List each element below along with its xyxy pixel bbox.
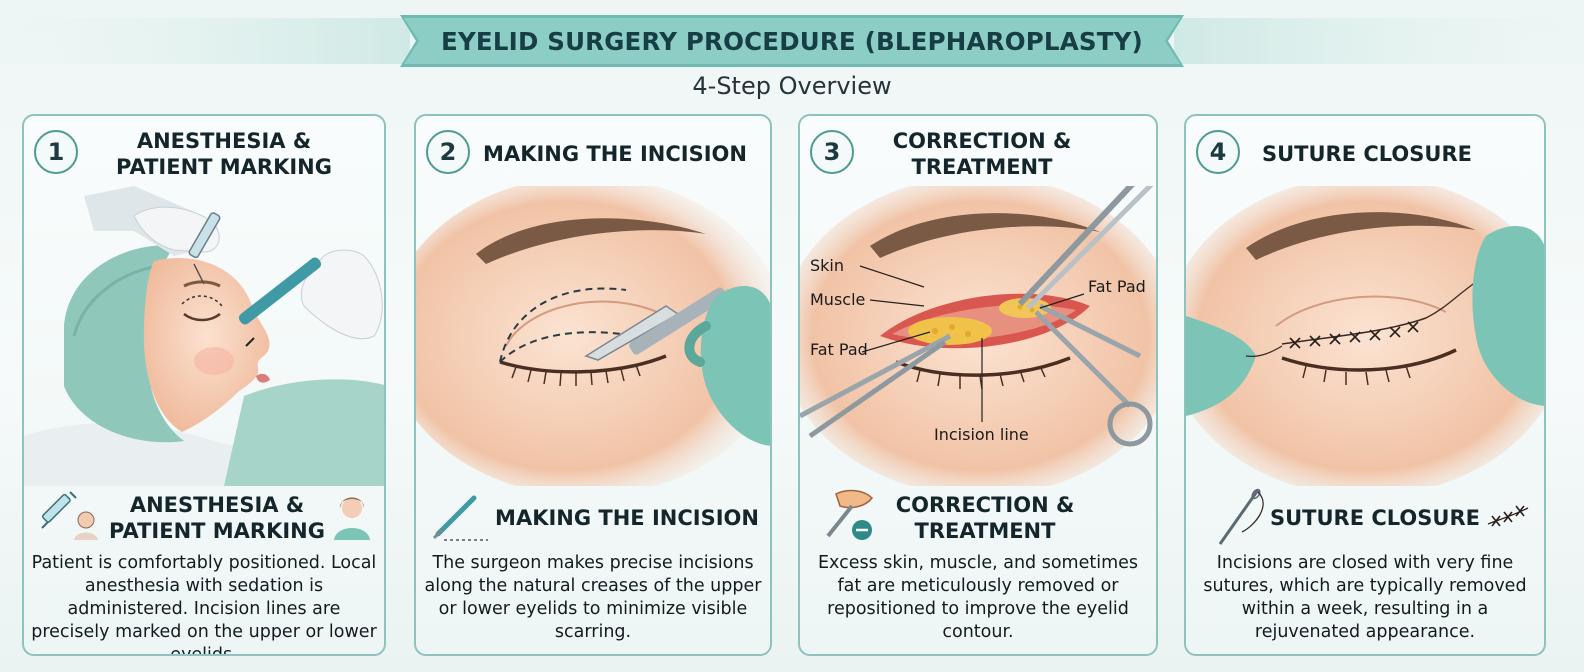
label-muscle: Muscle [810, 290, 866, 309]
step-subheading: MAKING THE INCISION [495, 506, 759, 530]
step-number-badge: 4 [1196, 130, 1240, 174]
step-panel-2: 2 MAKING THE INCISION [414, 114, 772, 656]
syringe-icon [41, 491, 77, 529]
step-description: Patient is comfortably positioned. Local… [31, 553, 377, 656]
step-subheading: ANESTHESIA & PATIENT MARKING [109, 493, 325, 543]
label-skin: Skin [810, 256, 845, 275]
step-subheading: SUTURE CLOSURE [1270, 506, 1480, 530]
tissue-removal-icon [826, 489, 873, 540]
step-title: CORRECTION & TREATMENT [892, 129, 1072, 179]
header-background-band [0, 18, 1584, 64]
suture-illustration [1186, 186, 1544, 486]
needle-thread-icon [1218, 488, 1264, 545]
label-fat-pad-left: Fat Pad [810, 340, 868, 359]
page-title: EYELID SURGERY PROCEDURE (BLEPHAROPLASTY… [441, 26, 1143, 56]
step-title: MAKING THE INCISION [483, 142, 747, 166]
patient-profile-icon [74, 511, 98, 540]
step-title: SUTURE CLOSURE [1262, 142, 1472, 166]
step-description: The surgeon makes precise incisions alon… [424, 553, 762, 642]
page-subtitle: 4-Step Overview [692, 72, 892, 100]
title-banner: EYELID SURGERY PROCEDURE (BLEPHAROPLASTY… [400, 15, 1184, 67]
correction-illustration [800, 186, 1156, 486]
label-fat-pad-right: Fat Pad [1088, 277, 1146, 296]
step-panel-1: 1 ANESTHESIA & PATIENT MARKING [22, 114, 386, 656]
step-panel-4: 4 SUTURE CLOSURE [1184, 114, 1546, 656]
stitches-icon [1487, 505, 1529, 527]
scalpel-icon [432, 495, 488, 541]
step-number-badge: 3 [810, 130, 854, 174]
nurse-icon [334, 497, 370, 540]
step-panel-3: 3 CORRECTION & TREATMENT [798, 114, 1158, 656]
step-number-badge: 2 [426, 130, 470, 174]
anesthesia-illustration [24, 186, 384, 486]
step-description: Incisions are closed with very fine sutu… [1203, 553, 1527, 642]
step-number-badge: 1 [34, 130, 78, 174]
step-title: ANESTHESIA & PATIENT MARKING [116, 129, 332, 179]
incision-illustration [416, 186, 770, 486]
step-subheading: CORRECTION & TREATMENT [895, 493, 1075, 543]
label-incision-line: Incision line [934, 425, 1029, 444]
step-description: Excess skin, muscle, and sometimes fat a… [817, 553, 1139, 642]
